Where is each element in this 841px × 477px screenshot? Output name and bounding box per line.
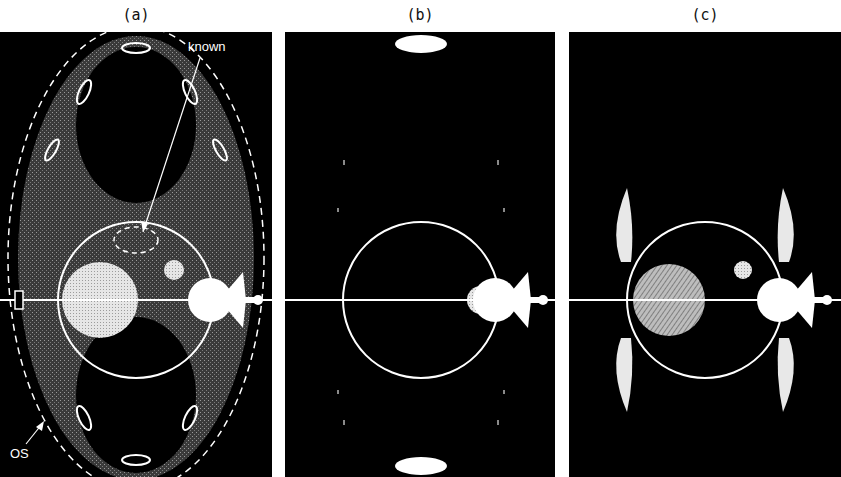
callout-label: OS — [10, 447, 29, 460]
leader-line — [143, 58, 200, 232]
axis-line — [569, 299, 841, 301]
small-ellipses — [43, 43, 230, 465]
callout-label: known — [188, 40, 226, 53]
dark-lobe — [76, 317, 196, 473]
arrow-head — [36, 421, 44, 431]
os-boundary — [8, 26, 264, 477]
panel-label: (b) — [406, 8, 433, 23]
panel-b — [285, 32, 555, 477]
gray-region — [18, 36, 254, 477]
known-region — [114, 227, 158, 253]
small-rectangle — [15, 291, 23, 309]
panel-c — [569, 32, 841, 477]
panel-label: (a) — [122, 8, 149, 23]
axis-line — [285, 299, 555, 301]
panel-ground — [285, 32, 555, 477]
panel-ground — [569, 32, 841, 477]
axis-line — [0, 299, 272, 301]
panel-a — [0, 26, 272, 477]
arrow-head — [141, 221, 148, 232]
small-disk — [164, 260, 184, 280]
artifact-blob — [395, 35, 447, 53]
artifact-blob — [395, 457, 447, 475]
panel-label: (c) — [691, 8, 718, 23]
small-disk — [734, 261, 752, 279]
